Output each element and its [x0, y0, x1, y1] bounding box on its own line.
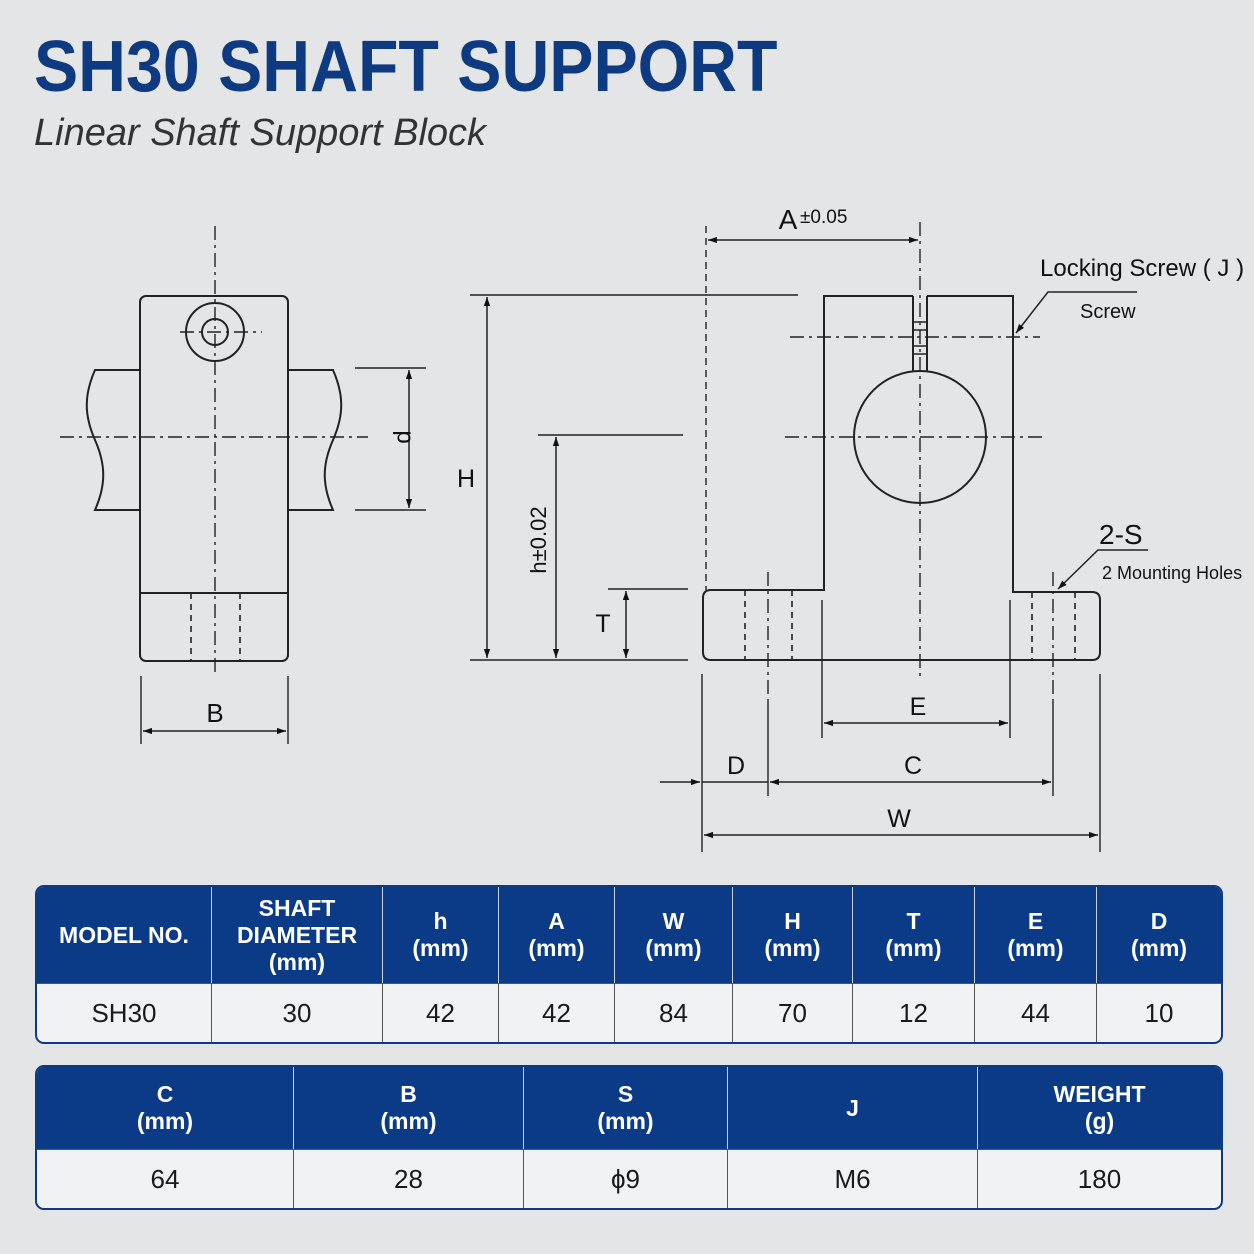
dim-label-D: D — [727, 752, 745, 780]
technical-drawing: d B — [60, 204, 1244, 852]
shaft-left-stub — [85, 369, 140, 511]
dim-label-A: A — [779, 204, 798, 235]
cell-H: 70 — [733, 983, 853, 1042]
cell-model-no: SH30 — [37, 983, 212, 1042]
dim-label-H: H — [457, 465, 475, 493]
header-D: D(mm) — [1097, 887, 1221, 983]
cell-T: 12 — [853, 983, 975, 1042]
table-header-row: C(mm) B(mm) S(mm) J WEIGHT(g) — [37, 1067, 1221, 1149]
page-subtitle: Linear Shaft Support Block — [34, 112, 487, 154]
spec-table-secondary: C(mm) B(mm) S(mm) J WEIGHT(g) 64 28 ϕ9 M… — [35, 1065, 1223, 1210]
locking-screw-label: Locking Screw ( J ) — [1040, 255, 1244, 282]
header-T: T(mm) — [853, 887, 975, 983]
header-S: S(mm) — [524, 1067, 728, 1149]
header-B: B(mm) — [294, 1067, 524, 1149]
header-weight: WEIGHT(g) — [978, 1067, 1221, 1149]
page-title: SH30 SHAFT SUPPORT — [34, 27, 778, 107]
header-A: A(mm) — [499, 887, 615, 983]
front-view — [470, 222, 1148, 852]
cell-weight: 180 — [978, 1149, 1221, 1208]
screw-label: Screw — [1080, 301, 1136, 323]
dim-label-A-tolerance: ±0.05 — [800, 207, 847, 228]
header-model-no: MODEL NO. — [37, 887, 212, 983]
cell-S: ϕ9 — [524, 1149, 728, 1208]
front-body — [702, 295, 1101, 661]
table-row: 64 28 ϕ9 M6 180 — [37, 1149, 1221, 1208]
cell-h: 42 — [383, 983, 499, 1042]
cell-J: M6 — [728, 1149, 978, 1208]
cell-B: 28 — [294, 1149, 524, 1208]
dim-label-W: W — [887, 805, 911, 833]
cell-W: 84 — [615, 983, 733, 1042]
mounting-holes-label: 2 Mounting Holes — [1102, 563, 1242, 583]
side-body — [139, 295, 289, 662]
cell-A: 42 — [499, 983, 615, 1042]
header-J: J — [728, 1067, 978, 1149]
header-C: C(mm) — [37, 1067, 294, 1149]
cell-C: 64 — [37, 1149, 294, 1208]
side-view — [60, 226, 426, 744]
dim-label-E: E — [910, 693, 927, 721]
dim-label-T: T — [595, 610, 610, 638]
dim-label-C: C — [904, 752, 922, 780]
table-row: SH30 30 42 42 84 70 12 44 10 — [37, 983, 1221, 1042]
header-h: h(mm) — [383, 887, 499, 983]
dim-label-h: h±0.02 — [526, 506, 551, 573]
header-W: W(mm) — [615, 887, 733, 983]
dim-label-B: B — [206, 698, 223, 728]
shaft-right-stub — [288, 369, 343, 511]
dim-label-d: d — [389, 430, 416, 443]
header-H: H(mm) — [733, 887, 853, 983]
cell-shaft-diameter: 30 — [212, 983, 383, 1042]
header-E: E(mm) — [975, 887, 1097, 983]
mounting-hole-count-label: 2-S — [1099, 519, 1143, 550]
cell-D: 10 — [1097, 983, 1221, 1042]
cell-E: 44 — [975, 983, 1097, 1042]
